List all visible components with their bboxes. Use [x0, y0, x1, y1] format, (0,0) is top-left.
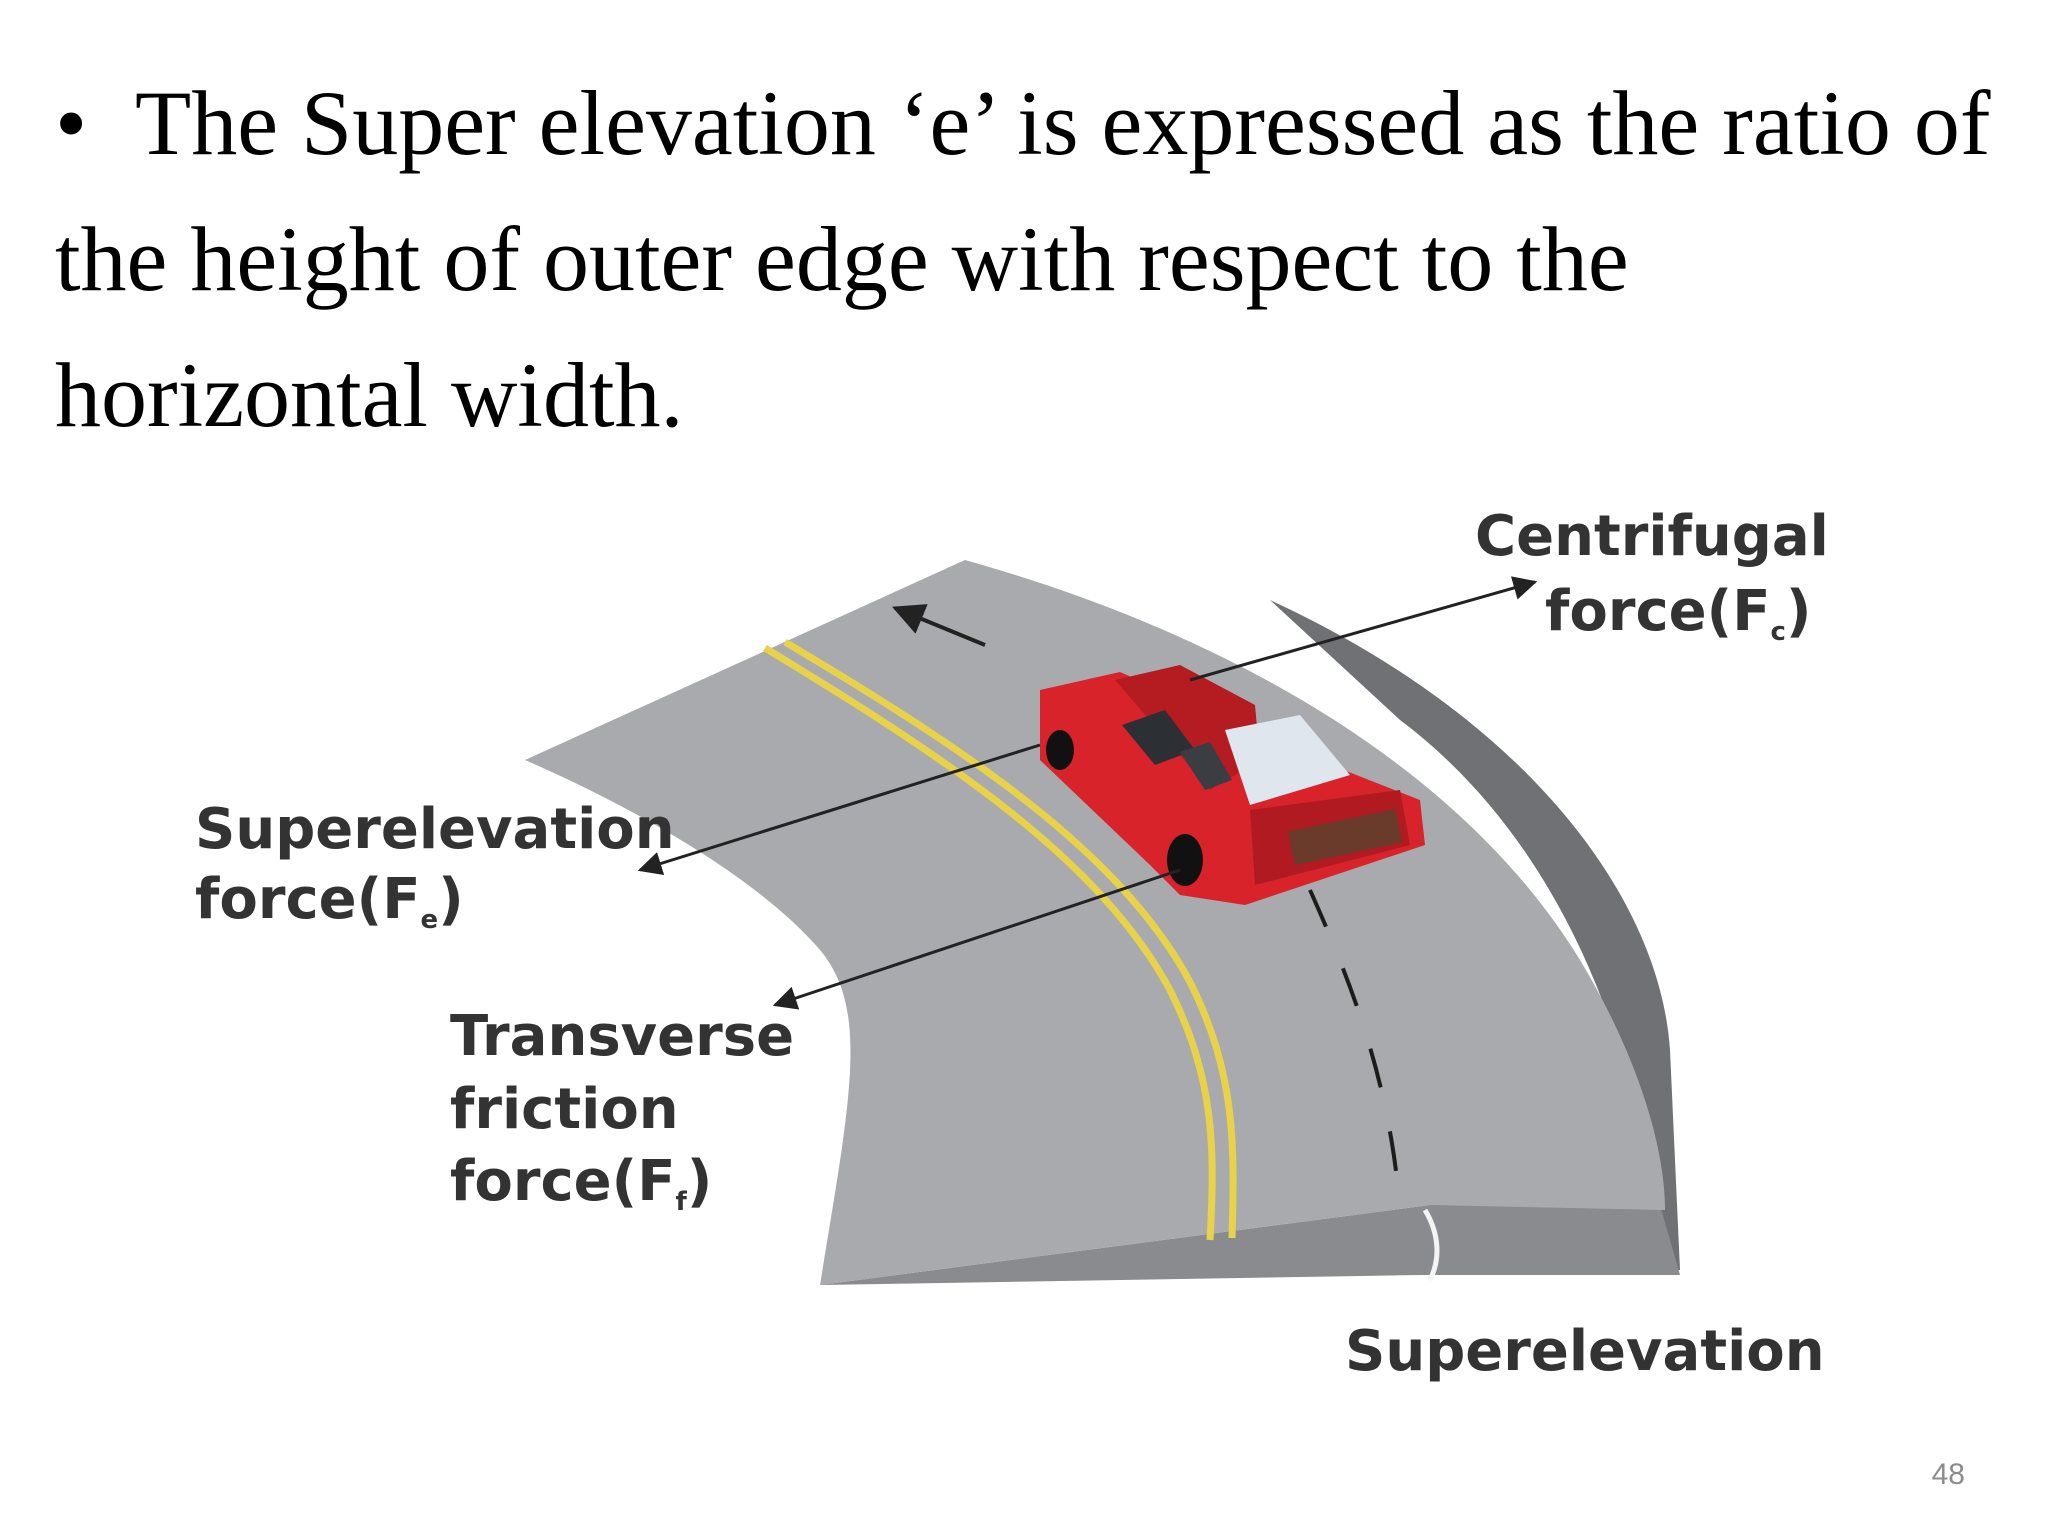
centrifugal-label-line1: Centrifugal — [1475, 504, 1829, 569]
superelevation-force-arrow — [637, 743, 1041, 876]
road-side-wall — [1270, 600, 1680, 1270]
road-surface — [525, 560, 1665, 1285]
slide-number: 48 — [1931, 1458, 1965, 1491]
superelevation-force-label-line1: Superelevation — [195, 797, 675, 862]
center-line-1 — [763, 645, 1216, 1241]
bullet-body: The Super elevation ‘e’ is expressed as … — [55, 72, 1991, 446]
road-front-face — [820, 1205, 1680, 1285]
centrifugal-force-arrow — [1189, 576, 1538, 682]
slide-bullet-text: •The Super elevation ‘e’ is expressed as… — [55, 55, 2015, 463]
superelevation-label: Superelevation — [1345, 1319, 1825, 1384]
center-line-2 — [783, 638, 1237, 1239]
direction-arrow — [892, 604, 986, 647]
superelevation-force-label-line2: force(Fe) — [195, 867, 464, 935]
friction-label-line3: force(Ff) — [450, 1149, 712, 1217]
lane-dash-line — [1308, 889, 1402, 1211]
centrifugal-label-line2: force(Fc) — [1545, 579, 1812, 647]
friction-force-arrow — [772, 868, 1181, 1010]
friction-label-line1: Transverse — [450, 1004, 794, 1069]
friction-label-line2: friction — [450, 1077, 679, 1142]
car-icon — [1040, 665, 1425, 905]
front-dash-mark — [1422, 1208, 1440, 1282]
bullet-icon: • — [55, 72, 88, 174]
